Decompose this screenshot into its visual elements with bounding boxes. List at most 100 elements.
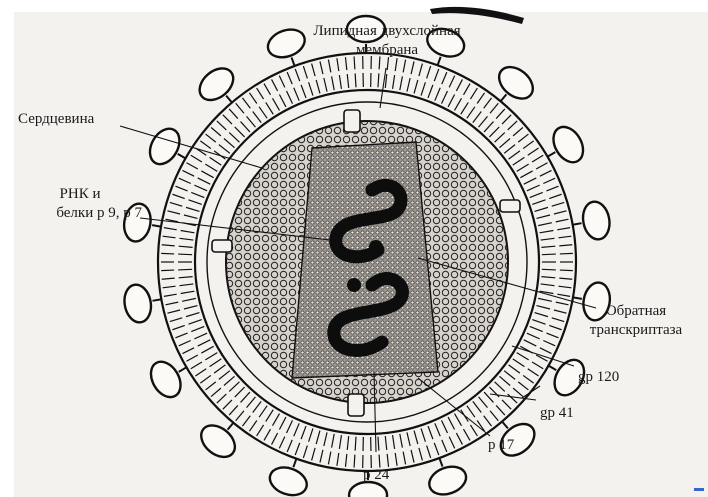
lipid-tail-inner xyxy=(473,111,481,122)
lipid-tail-inner xyxy=(309,82,313,95)
gp41-stalk xyxy=(293,459,296,467)
lipid-tail-inner xyxy=(179,277,193,278)
lipid-tail-inner xyxy=(542,269,556,270)
lipid-tail-inner xyxy=(542,254,556,255)
lipid-tail-inner xyxy=(273,414,280,426)
lipid-tail-outer xyxy=(464,84,471,95)
lipid-tail-inner xyxy=(524,178,537,184)
lipid-tail-inner xyxy=(448,95,454,107)
lipid-tail-outer xyxy=(558,236,571,238)
lipid-tail-outer xyxy=(186,355,197,361)
lipid-tail-outer xyxy=(242,416,250,426)
lipid-tail-outer xyxy=(211,388,221,396)
lipid-tail-outer xyxy=(557,294,570,296)
lipid-tail-outer xyxy=(502,400,511,409)
lipid-tail-outer xyxy=(470,88,477,99)
lipid-tail-outer xyxy=(279,76,285,88)
lipid-tail-inner xyxy=(541,246,555,247)
lipid-tail-inner xyxy=(210,157,222,165)
lipid-tail-outer xyxy=(434,443,439,455)
lipid-tail-outer xyxy=(170,202,182,206)
corner-marker xyxy=(694,488,704,491)
lipid-tail-inner xyxy=(524,340,537,346)
lipid-tail-outer xyxy=(484,416,492,426)
lipid-tail-inner xyxy=(229,133,239,143)
lipid-tail-inner xyxy=(309,428,313,441)
lipid-tail-outer xyxy=(543,178,555,183)
lipid-tail-outer xyxy=(175,333,187,338)
lipid-tail-outer xyxy=(186,163,197,169)
lipid-tail-outer xyxy=(560,270,573,271)
lipid-tail-outer xyxy=(162,278,175,279)
lipid-tail-inner xyxy=(527,333,540,339)
lipid-tail-outer xyxy=(162,245,175,246)
lipid-tail-outer xyxy=(229,405,238,415)
lipid-tail-inner xyxy=(421,82,425,95)
lipid-tail-inner xyxy=(537,306,551,309)
lipid-tail-outer xyxy=(559,278,572,279)
lipid-tail-outer xyxy=(236,103,244,113)
lipid-tail-inner xyxy=(332,76,335,90)
lipid-tail-outer xyxy=(523,141,534,149)
lipid-tail-outer xyxy=(546,186,558,191)
lipid-tail-inner xyxy=(407,432,410,446)
lipid-tail-inner xyxy=(378,73,379,87)
lipid-tail-inner xyxy=(355,437,356,451)
lipid-tail-inner xyxy=(461,102,469,114)
lipid-tail-inner xyxy=(186,207,199,211)
lipid-tail-inner xyxy=(241,392,250,402)
lipid-tail-outer xyxy=(172,325,184,329)
lipid-tail-inner xyxy=(301,426,306,439)
lipid-tail-inner xyxy=(273,98,280,110)
lipid-tail-inner xyxy=(224,376,235,385)
gp41-stalk xyxy=(501,94,507,101)
lipid-tail-inner xyxy=(400,434,403,448)
lipid-tail-inner xyxy=(541,277,555,278)
lipid-tail-inner xyxy=(219,371,230,380)
lipid-tail-inner xyxy=(235,127,245,137)
lipid-tail-inner xyxy=(421,428,425,441)
lipid-tail-inner xyxy=(400,76,403,90)
lipid-tail-inner xyxy=(214,365,225,373)
lipid-tail-inner xyxy=(435,423,440,436)
lipid-tail-inner xyxy=(191,192,204,197)
label-rna-line1: РНК и xyxy=(18,185,142,204)
lipid-tail-inner xyxy=(229,382,239,392)
gp41-stalk xyxy=(548,366,556,370)
lipid-tail-inner xyxy=(509,365,520,373)
lipid-tail-outer xyxy=(549,325,561,329)
lipid-tail-inner xyxy=(189,200,202,205)
gp41-stalk xyxy=(439,458,442,466)
lipid-tail-outer xyxy=(543,341,555,346)
lipid-tail-outer xyxy=(223,115,232,124)
lipid-tail-outer xyxy=(456,79,462,91)
lipid-tail-inner xyxy=(189,320,202,325)
lipid-tail-outer xyxy=(395,453,397,466)
lipid-tail-inner xyxy=(253,111,261,122)
lipid-tail-inner xyxy=(235,387,245,397)
lipid-tail-outer xyxy=(167,310,180,313)
lipid-tail-outer xyxy=(496,405,505,415)
lipid-tail-outer xyxy=(449,76,455,88)
lipid-tail-inner xyxy=(219,145,230,154)
lipid-tail-outer xyxy=(419,448,422,461)
lipid-tail-outer xyxy=(264,84,271,95)
lipid-tail-inner xyxy=(428,426,433,439)
lipid-tail-outer xyxy=(403,60,405,73)
lipid-tail-outer xyxy=(206,382,216,390)
lipid-tail-outer xyxy=(484,98,492,108)
lipid-tail-inner xyxy=(530,192,543,197)
lipid-tail-inner xyxy=(201,346,213,353)
lipid-tail-outer xyxy=(559,245,572,246)
lipid-tail-outer xyxy=(257,88,264,99)
lipid-tail-outer xyxy=(295,443,300,455)
lipid-tail-outer xyxy=(191,155,202,162)
lipid-tail-inner xyxy=(407,78,410,92)
lipid-tail-inner xyxy=(509,151,520,159)
lipid-tail-outer xyxy=(217,394,226,403)
label-membrane-line2: мембрана xyxy=(272,41,502,60)
label-p24: р 24 xyxy=(363,466,389,485)
lipid-tail-outer xyxy=(556,219,569,222)
gp41-stalk xyxy=(152,225,161,227)
lipid-tail-outer xyxy=(257,425,264,436)
